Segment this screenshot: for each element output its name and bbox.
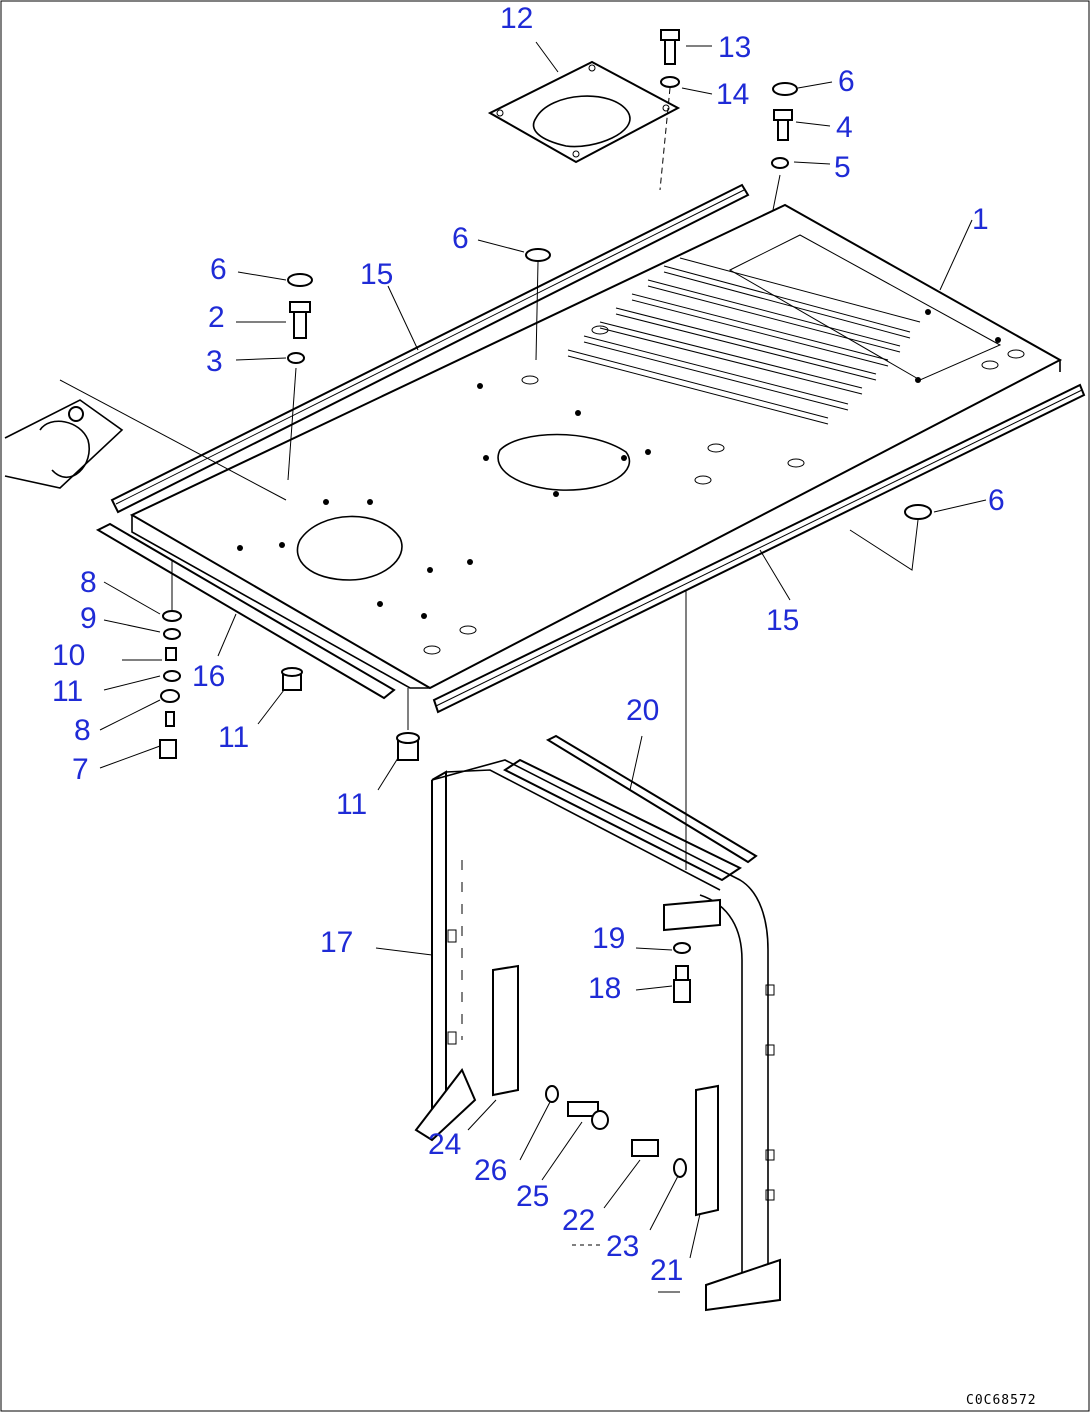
bolt-2-part xyxy=(287,273,313,481)
rubber-mount-11-b xyxy=(396,688,420,761)
cover-plate-part xyxy=(487,60,681,164)
callout-21: 21 xyxy=(650,1254,683,1287)
rail-20-part xyxy=(503,734,758,882)
plug-6-right xyxy=(904,504,932,520)
callout-23: 23 xyxy=(606,1230,639,1263)
callout-25: 25 xyxy=(516,1180,549,1213)
callout-18: 18 xyxy=(588,972,621,1005)
callout-15: 15 xyxy=(766,604,799,637)
callout-26: 26 xyxy=(474,1154,507,1187)
callout-19: 19 xyxy=(592,922,625,955)
bolt-18-part xyxy=(673,590,691,1003)
callout-17: 17 xyxy=(320,926,353,959)
callout-6: 6 xyxy=(838,65,855,98)
callout-11: 11 xyxy=(336,788,367,821)
adjacent-bracket-fragment xyxy=(4,379,287,501)
callout-12: 12 xyxy=(500,2,533,35)
leader-lines xyxy=(99,41,987,1293)
callout-9: 9 xyxy=(80,602,97,635)
callout-6: 6 xyxy=(988,484,1005,517)
callout-24: 24 xyxy=(428,1128,461,1161)
fastener-stack-left xyxy=(159,560,182,759)
callout-1: 1 xyxy=(972,203,989,236)
drawing-code: C0C68572 xyxy=(966,1393,1037,1408)
callout-15: 15 xyxy=(360,258,393,291)
plug-bolt-washer-parts xyxy=(769,82,798,226)
callout-5: 5 xyxy=(834,151,851,184)
callout-3: 3 xyxy=(206,345,223,378)
bolt-22-washer-23 xyxy=(631,1139,687,1178)
callout-4: 4 xyxy=(836,111,853,144)
bolt-25-washer-26 xyxy=(545,1085,609,1130)
callout-20: 20 xyxy=(626,694,659,727)
floor-plate-part xyxy=(129,203,1063,690)
callout-7: 7 xyxy=(72,753,89,786)
callout-13: 13 xyxy=(718,31,751,64)
vent-slots xyxy=(567,257,921,425)
callout-22: 22 xyxy=(562,1204,595,1237)
callout-2: 2 xyxy=(208,301,225,334)
callout-14: 14 xyxy=(716,78,749,111)
mounting-holes xyxy=(237,309,1001,619)
callout-8: 8 xyxy=(80,566,97,599)
callout-8: 8 xyxy=(74,714,91,747)
bolt-13-part xyxy=(659,29,680,191)
support-frame-17-part xyxy=(414,759,781,1312)
callout-6: 6 xyxy=(452,222,469,255)
callout-11: 11 xyxy=(52,675,83,708)
callout-labels: 12 13 14 6 4 5 1 6 6 15 2 3 6 15 8 9 10 … xyxy=(52,2,1005,1287)
seal-strip-15-lower xyxy=(432,383,1086,714)
callout-11: 11 xyxy=(218,721,249,754)
callout-16: 16 xyxy=(192,660,225,693)
callout-6: 6 xyxy=(210,253,227,286)
plug-6-center xyxy=(525,248,551,262)
rubber-mount-11-a xyxy=(281,667,303,691)
seal-strip-15-upper xyxy=(110,183,750,514)
callout-10: 10 xyxy=(52,639,85,672)
